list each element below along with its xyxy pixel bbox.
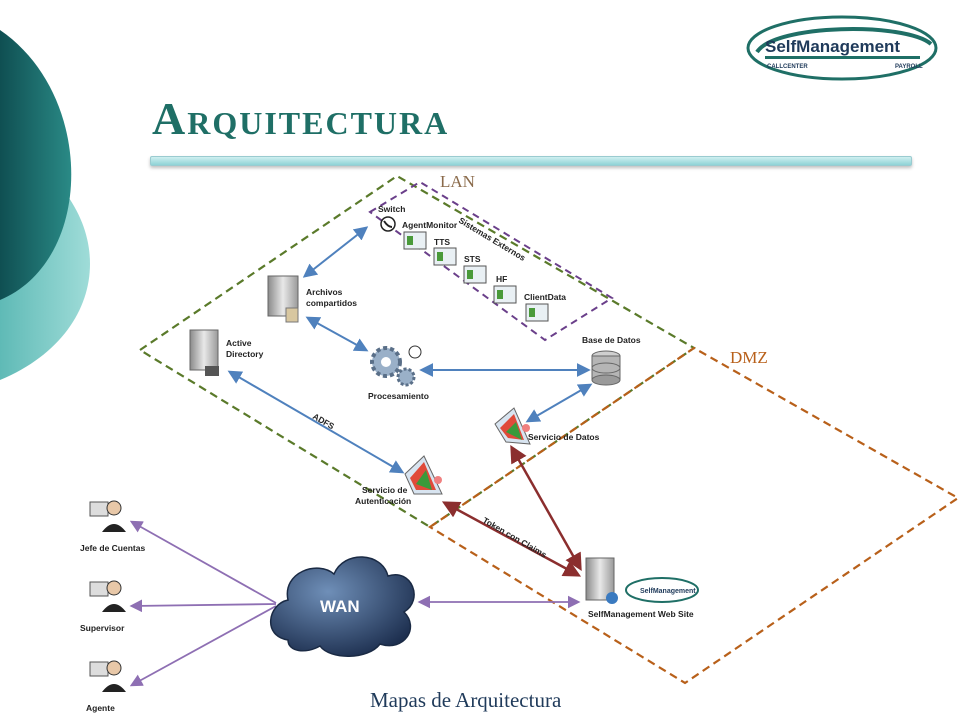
wan-cloud: WAN [269, 556, 415, 657]
server-icon [189, 329, 219, 371]
arrow-switch-archivos [302, 226, 369, 278]
svg-text:HF: HF [496, 274, 507, 284]
decor-arcs [0, 30, 90, 380]
svg-text:SelfManagement: SelfManagement [640, 588, 696, 595]
clock-icon [408, 345, 422, 359]
svg-text:PAYROLL: PAYROLL [895, 64, 923, 70]
monitor-icon [89, 581, 109, 597]
selfmanagement-logo: SelfManagement CALLCENTER PAYROLL [746, 15, 938, 81]
monitor-icon [89, 661, 109, 677]
agentmonitor-node: AgentMonitor [402, 220, 458, 250]
user-supervisor: Supervisor [80, 580, 126, 633]
hf-node: HF [493, 274, 517, 304]
page-title: Arquitectura [152, 93, 450, 144]
token-label: Token con Claims [481, 515, 549, 560]
person-icon [106, 660, 122, 676]
svg-text:CALLCENTER: CALLCENTER [767, 64, 808, 70]
title-underline [150, 156, 912, 166]
website-server: SelfManagement SelfManagement Web Site [585, 557, 699, 619]
arrow-ad-auth [227, 370, 405, 474]
external-zone [368, 180, 614, 342]
sts-node: STS [463, 254, 487, 284]
tts-node: TTS [433, 237, 457, 266]
dmz-label: DMZ [730, 348, 768, 367]
database-node: Base de Datos [582, 335, 641, 386]
svg-text:Procesamiento: Procesamiento [368, 391, 429, 401]
arrow-datos-website [510, 444, 582, 572]
svg-text:Base de Datos: Base de Datos [582, 335, 641, 345]
svg-text:Autenticación: Autenticación [355, 496, 411, 506]
procesamiento-node: Procesamiento [368, 345, 429, 401]
svg-text:Servicio de Datos: Servicio de Datos [528, 432, 600, 442]
arrow-archivos-procesamiento [305, 316, 369, 352]
lan-label: LAN [440, 172, 475, 191]
svg-text:SelfManagement: SelfManagement [765, 37, 900, 56]
svg-text:AgentMonitor: AgentMonitor [402, 220, 458, 230]
svg-text:Supervisor: Supervisor [80, 623, 125, 633]
svg-text:SelfManagement Web Site: SelfManagement Web Site [588, 609, 694, 619]
arrow-jefe-wan [129, 520, 277, 604]
adfs-label: ADFS [311, 411, 336, 431]
user-jefe: Jefe de Cuentas [80, 500, 145, 553]
monitor-icon [89, 501, 109, 517]
phone-icon [380, 216, 396, 232]
servicio-datos-node: Servicio de Datos [494, 407, 600, 445]
dmz-zone [427, 346, 960, 685]
switch-node: Switch [378, 204, 405, 232]
archivos-server: Archivos compartidos [267, 275, 357, 323]
svg-text:Servicio de: Servicio de [362, 485, 408, 495]
cloud-icon [269, 556, 415, 657]
svg-text:Agente: Agente [86, 703, 115, 713]
servicio-auth-node: Servicio de Autenticación [355, 455, 443, 506]
clientdata-node: ClientData [524, 292, 566, 322]
arrow-agente-wan [129, 605, 277, 687]
svg-text:Archivos: Archivos [306, 287, 343, 297]
active-directory-server: Active Directory [189, 329, 264, 376]
person-icon [106, 500, 122, 516]
arrow-supervisor-wan [129, 599, 277, 613]
svg-text:Jefe de Cuentas: Jefe de Cuentas [80, 543, 145, 553]
gear-icon [396, 367, 416, 387]
user-agente: Agente [86, 660, 126, 713]
svg-text:ClientData: ClientData [524, 292, 566, 302]
svg-text:compartidos: compartidos [306, 298, 357, 308]
mini-logo [625, 577, 699, 603]
svg-text:WAN: WAN [320, 597, 360, 616]
svg-text:Active: Active [226, 338, 252, 348]
svg-text:STS: STS [464, 254, 481, 264]
globe-icon [606, 592, 618, 604]
person-icon [106, 580, 122, 596]
arrow-bd-servicio-datos [525, 383, 593, 423]
slide-footer: Mapas de Arquitectura [370, 688, 562, 712]
svg-text:Switch: Switch [378, 204, 405, 214]
svg-text:TTS: TTS [434, 237, 450, 247]
svg-text:Directory: Directory [226, 349, 264, 359]
